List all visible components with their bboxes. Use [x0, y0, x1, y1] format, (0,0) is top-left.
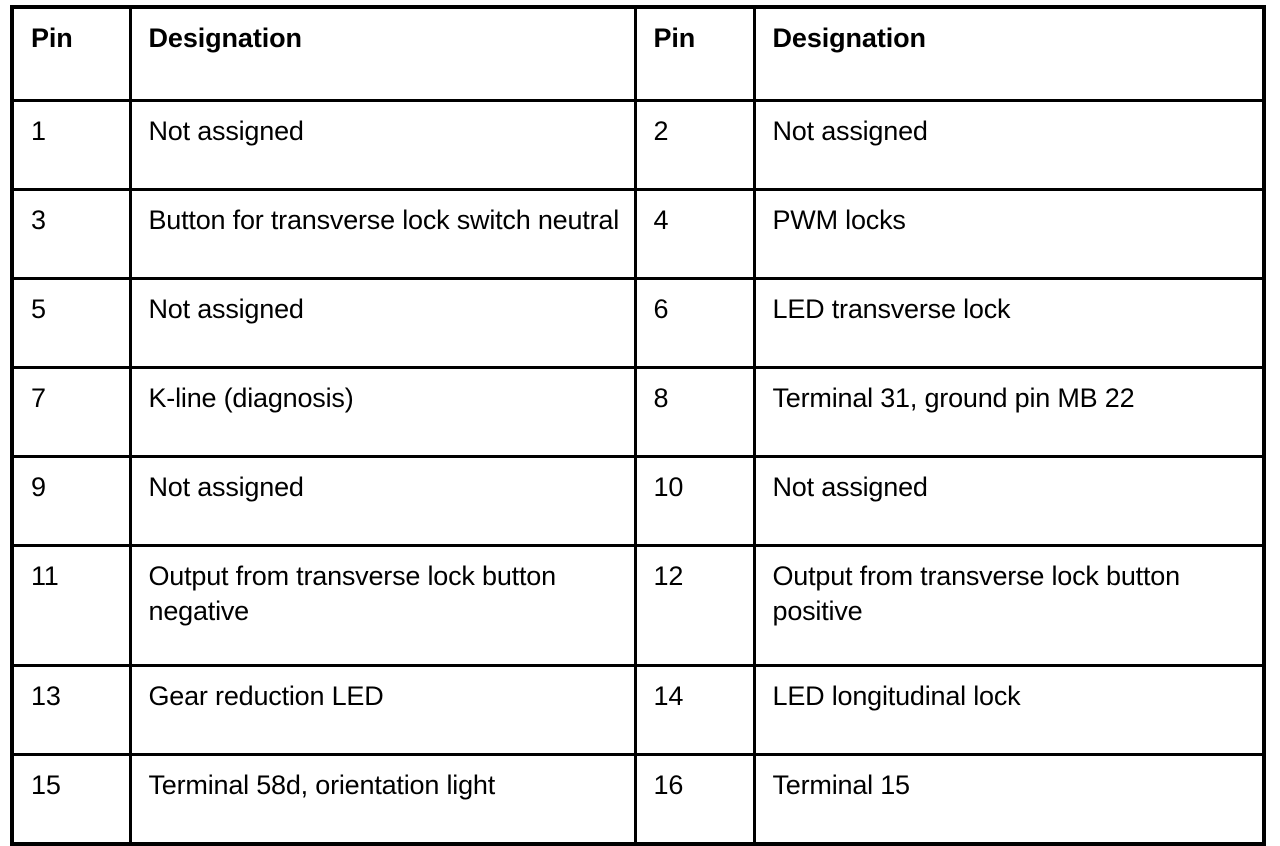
table-row: 5 Not assigned 6 LED transverse lock: [10, 277, 1266, 369]
designation-cell-left-text: Not assigned: [148, 294, 304, 324]
designation-cell-left-text: Gear reduction LED: [148, 681, 384, 711]
designation-cell-right: Terminal 15: [752, 753, 1266, 846]
table-row: 9 Not assigned 10 Not assigned: [10, 455, 1266, 547]
pin-cell-right-text: 12: [653, 561, 684, 591]
pin-cell-right: 14: [633, 664, 756, 756]
designation-cell-left: Button for transverse lock switch neutra…: [128, 188, 637, 280]
pin-cell-right-text: 16: [653, 770, 684, 800]
table-header-row: Pin Designation Pin Designation: [10, 5, 1266, 102]
pin-cell-right: 12: [633, 544, 756, 667]
designation-cell-left: K-line (diagnosis): [128, 366, 637, 458]
table-header: Pin Designation Pin Designation: [10, 5, 1266, 102]
pin-cell-left: 7: [10, 366, 132, 458]
designation-cell-left-text: Not assigned: [148, 116, 304, 146]
column-header-pin-right: Pin: [633, 5, 756, 102]
pin-cell-right-text: 14: [653, 681, 684, 711]
pin-cell-right-text: 10: [653, 472, 684, 502]
column-header-designation-left: Designation: [128, 5, 637, 102]
pin-cell-left-text: 1: [31, 116, 46, 146]
column-header-designation-left-label: Designation: [148, 23, 303, 53]
designation-cell-left: Not assigned: [128, 455, 637, 547]
designation-cell-right-text: Terminal 15: [772, 770, 911, 800]
column-header-designation-right: Designation: [752, 5, 1266, 102]
pin-cell-right: 8: [633, 366, 756, 458]
designation-cell-right-text: Terminal 31, ground pin MB 22: [772, 383, 1135, 413]
pin-cell-left: 9: [10, 455, 132, 547]
column-header-designation-right-label: Designation: [772, 23, 927, 53]
designation-cell-right: Output from transverse lock button posit…: [752, 544, 1266, 667]
designation-cell-right: LED transverse lock: [752, 277, 1266, 369]
pin-cell-right: 6: [633, 277, 756, 369]
pin-cell-right-text: 6: [653, 294, 669, 324]
designation-cell-left: Not assigned: [128, 99, 637, 191]
pin-cell-left: 11: [10, 544, 132, 667]
designation-cell-left: Output from transverse lock button negat…: [128, 544, 637, 667]
pin-cell-left: 13: [10, 664, 132, 756]
pin-cell-right-text: 8: [653, 383, 669, 413]
pin-cell-right: 2: [633, 99, 756, 191]
designation-cell-right: PWM locks: [752, 188, 1266, 280]
table-row: 3 Button for transverse lock switch neutr…: [10, 188, 1266, 280]
pin-cell-left-text: 13: [31, 681, 61, 711]
designation-cell-left-text: Not assigned: [148, 472, 304, 502]
pin-cell-left: 1: [10, 99, 132, 191]
pin-cell-right: 16: [633, 753, 756, 846]
pin-cell-right-text: 2: [653, 116, 669, 146]
designation-cell-left-text: Terminal 58d, orientation light: [148, 770, 496, 800]
pin-cell-left: 3: [10, 188, 132, 280]
pin-cell-left-text: 5: [31, 294, 46, 324]
designation-cell-right: LED longitudinal lock: [752, 664, 1266, 756]
designation-cell-left-text: Button for transverse lock switch neutra…: [148, 205, 620, 235]
designation-cell-right-text: Not assigned: [772, 116, 928, 146]
column-header-pin-left: Pin: [10, 5, 132, 102]
table-row: 1 Not assigned 2 Not assigned: [10, 99, 1266, 191]
designation-cell-left: Not assigned: [128, 277, 637, 369]
designation-cell-right-text: LED longitudinal lock: [772, 681, 1021, 711]
designation-cell-left-text: Output from transverse lock button negat…: [148, 561, 557, 626]
table-row: 15 Terminal 58d, orientation light 16 Termi…: [10, 753, 1266, 846]
pin-cell-left-text: 7: [31, 383, 46, 413]
pin-cell-left: 15: [10, 753, 132, 846]
column-header-pin-right-label: Pin: [653, 23, 696, 53]
designation-cell-left-text: K-line (diagnosis): [148, 383, 354, 413]
designation-cell-right-text: Output from transverse lock button posit…: [772, 561, 1181, 626]
designation-cell-right: Not assigned: [752, 99, 1266, 191]
pin-cell-left-text: 15: [31, 770, 61, 800]
designation-cell-right: Terminal 31, ground pin MB 22: [752, 366, 1266, 458]
table-row: 13 Gear reduction LED 14 LED longitudinal l…: [10, 664, 1266, 756]
pin-cell-left: 5: [10, 277, 132, 369]
table-row: 7 K-line (diagnosis) 8 Terminal 31, ground …: [10, 366, 1266, 458]
designation-cell-left: Terminal 58d, orientation light: [128, 753, 637, 846]
table-row: 11 Output from transverse lock button neg…: [10, 544, 1266, 667]
pin-cell-right: 4: [633, 188, 756, 280]
pin-cell-left-text: 3: [31, 205, 46, 235]
pin-cell-left-text: 9: [31, 472, 46, 502]
pin-cell-right-text: 4: [653, 205, 669, 235]
designation-cell-right-text: Not assigned: [772, 472, 928, 502]
pin-cell-left-text: 11: [31, 561, 59, 591]
pin-cell-right: 10: [633, 455, 756, 547]
designation-cell-right-text: LED transverse lock: [772, 294, 1011, 324]
column-header-pin-left-label: Pin: [31, 23, 73, 53]
designation-cell-right: Not assigned: [752, 455, 1266, 547]
designation-cell-left: Gear reduction LED: [128, 664, 637, 756]
designation-cell-right-text: PWM locks: [772, 205, 906, 235]
